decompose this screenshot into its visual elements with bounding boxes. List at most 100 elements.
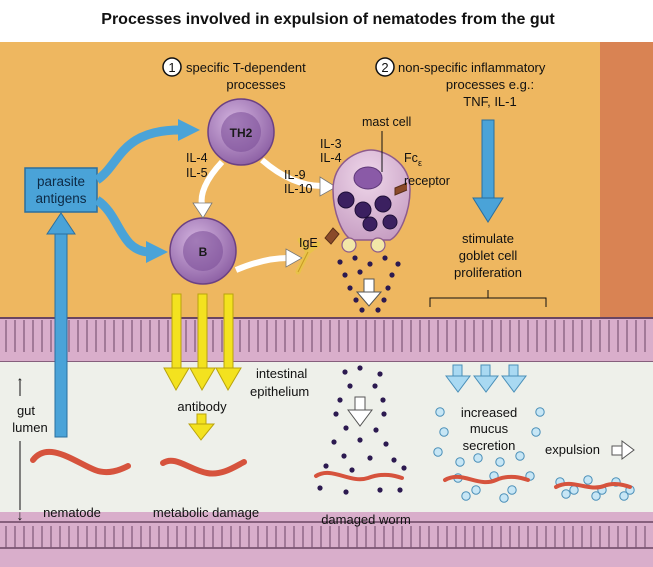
fc-label: Fc [404,151,418,165]
antigen-to-b-arrow [94,196,168,263]
expelled-worm [554,481,632,490]
damaged-worm-label: damaged worm [321,512,411,527]
cytokine-il10: IL-10 [284,182,313,196]
gut-label: gut [17,403,35,418]
mucus-bubble [471,485,481,495]
cytokine-il5-left: IL-5 [186,166,208,180]
released-granules [337,255,401,313]
granule-dot [382,255,388,261]
mucus-bubble [619,491,629,501]
mucus-bubble [561,489,571,499]
secretion-label: secretion [463,438,516,453]
diagram-title: Processes involved in expulsion of nemat… [101,11,555,28]
b-cell: B [169,217,237,285]
granule-dot [367,455,373,461]
granule-dot [381,411,387,417]
granule-dot [391,457,397,463]
nematode-label: nematode [43,505,101,520]
cytokine-il4-right: IL-4 [320,151,342,165]
mucus-bubble [495,457,505,467]
inflammatory-arrow [472,119,504,223]
granule-dot [347,285,353,291]
granule-dot [377,487,383,493]
granule-dot [389,272,395,278]
process-2-header: 2 non-specific inflammatory processes e.… [375,57,546,109]
granule-dot [357,269,363,275]
title-band [0,0,653,42]
mucus-bubble [507,485,517,495]
ige-label: IgE [299,236,318,250]
granule-dot [353,297,359,303]
mast-cell-label: mast cell [362,115,411,129]
mucus-bubble [515,451,525,461]
intestinal-label: intestinal [256,366,307,381]
receptor-label: receptor [404,174,450,188]
fc-subscript: ε [418,158,422,168]
goblet-bracket [429,290,547,307]
granule-dot [349,467,355,473]
granule-dot [359,307,365,313]
increased-label: increased [461,405,517,420]
down-arrow-glyph: ↓ [17,507,24,523]
granule-dot [341,453,347,459]
granule-dot [343,425,349,431]
th2-label: TH2 [230,126,253,140]
parasite-antigens-box: parasite antigens [24,167,98,213]
mucus-bubble [455,457,465,467]
mucus-bubble [531,427,541,437]
mucus-bubble [433,447,443,457]
tissue-background [0,42,653,318]
process-2-badge [375,57,395,77]
stimulate-line3: proliferation [454,265,522,280]
granule-dot [357,365,363,371]
epithelium-label: epithelium [250,384,309,399]
box-line2: antigens [35,191,86,206]
worm-in-mucus [443,474,530,484]
epithelium-top [0,317,653,363]
degranulation-arrow [355,278,383,307]
expulsion-arrow-icon [611,440,635,460]
granule-dot [372,383,378,389]
granule-dot [380,397,386,403]
mucus-label: mucus [470,421,509,436]
mucus-bubble [461,491,471,501]
th2-cell: TH2 [207,98,275,166]
mucus-bubble [473,453,483,463]
mucus-bubble [569,485,579,495]
granule-dot [331,439,337,445]
granule-dot [381,297,387,303]
b-to-ige-arrow [234,248,303,273]
granule-dot [383,441,389,447]
granule-dot [317,485,323,491]
mucus-bubble [591,491,601,501]
antigen-to-th2-arrow [94,119,200,184]
mucus-arrows [445,364,527,393]
granule-dot [337,397,343,403]
stimulate-line1: stimulate [462,231,514,246]
granule-dot [401,465,407,471]
granule-dot [357,437,363,443]
process-2-label-line2: processes e.g.: [446,77,534,92]
antigen-uptake-arrow [46,212,76,438]
damaged-nematode-worm [160,457,247,477]
lumen-label: lumen [12,420,47,435]
b-cell-label: B [199,245,208,259]
nematode-worm [30,448,131,476]
epithelium-bottom [0,512,653,567]
granule-dot [347,383,353,389]
damaged-worm-lumen [314,470,404,482]
expulsion-label: expulsion [545,442,600,457]
antibody-arrows [163,293,242,441]
granule-dot [367,261,373,267]
gut-lumen-area [0,362,653,512]
th2-to-mast-arrow [260,157,337,197]
granule-dot [352,255,358,261]
process-2-label-line3: TNF, IL-1 [463,94,516,109]
granule-dot [385,285,391,291]
cytokine-il9: IL-9 [284,168,306,182]
mucus-bubble [535,407,545,417]
granule-dot [343,489,349,495]
process-2-label-line1: non-specific inflammatory [398,60,546,75]
granule-dot [375,307,381,313]
